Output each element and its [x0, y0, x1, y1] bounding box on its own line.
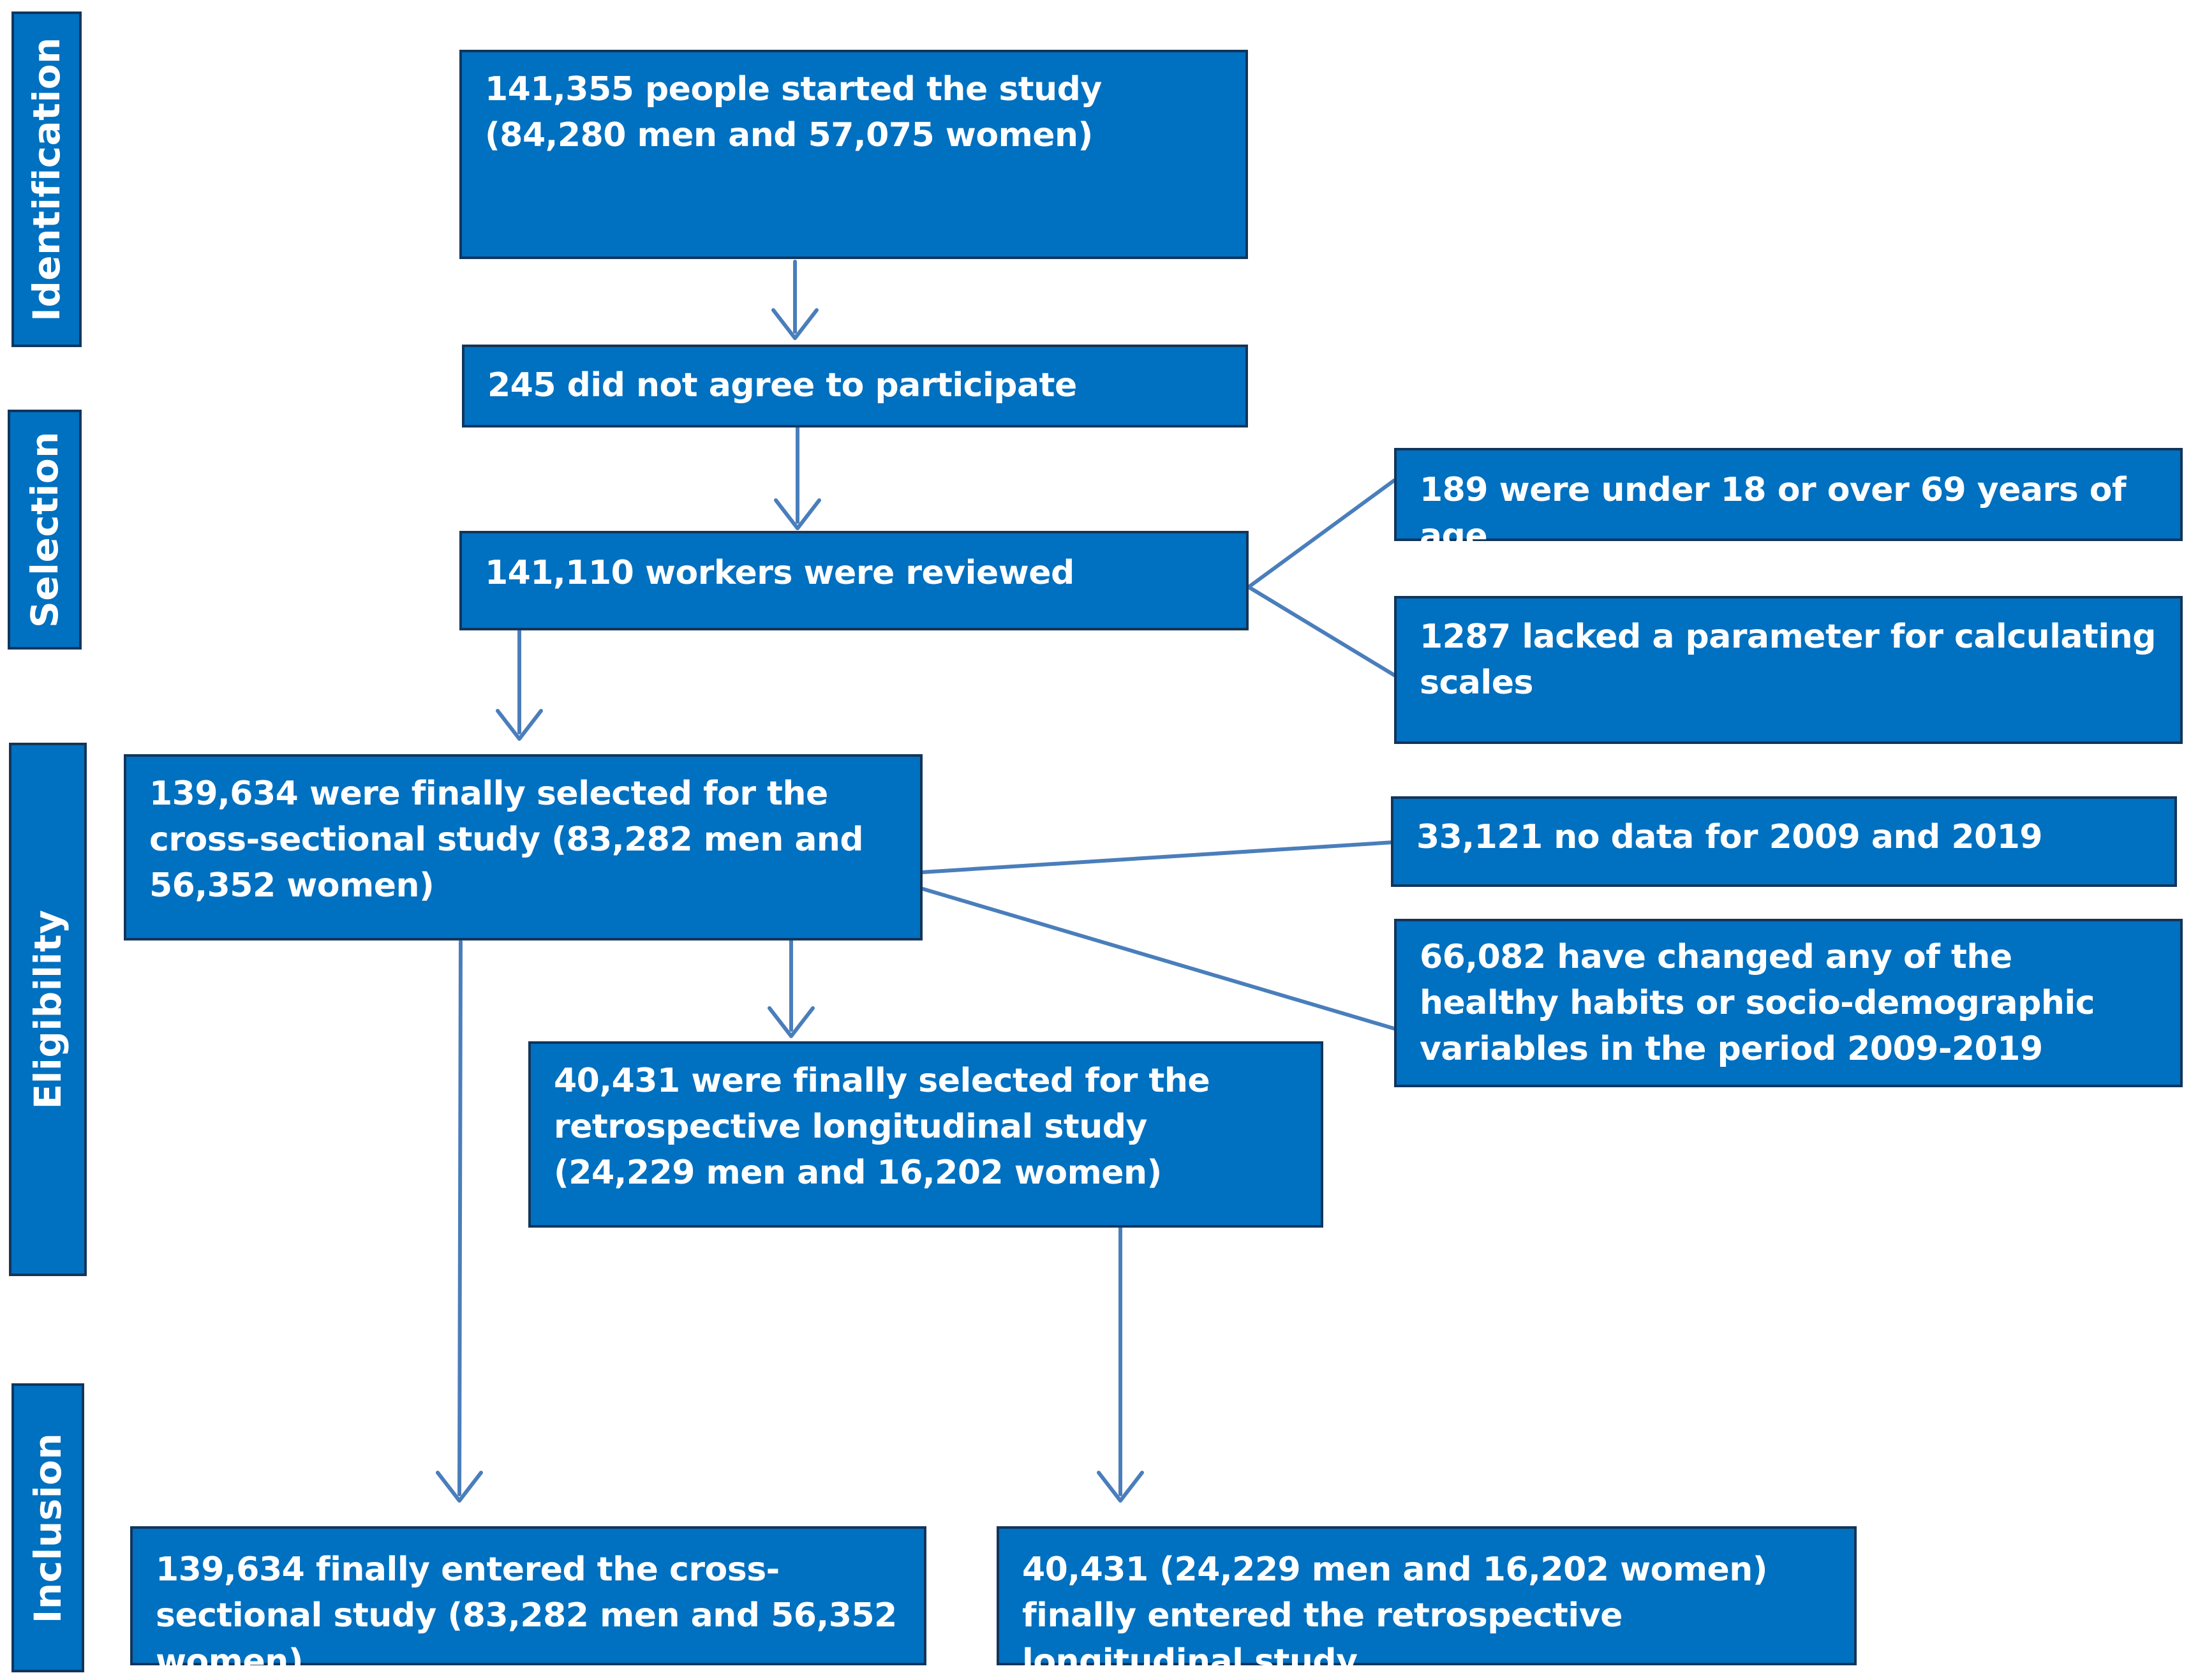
stage-label-inclusion: Inclusion — [26, 1432, 70, 1623]
stage-inclusion: Inclusion — [11, 1383, 84, 1672]
line-to-age-excluded — [1247, 479, 1396, 589]
arrowhead-reviewed — [774, 498, 821, 530]
box-age-excluded: 189 were under 18 or over 69 years of ag… — [1394, 448, 2183, 555]
box-longitudinal-selected: 40,431 were finally selected for the ret… — [528, 1041, 1323, 1228]
line-to-changed-habits — [921, 887, 1396, 1030]
box-workers-reviewed: 141,110 workers were reviewed — [459, 531, 1249, 630]
stage-label-eligibility: Eligibility — [26, 909, 70, 1110]
box-longitudinal-entered: 40,431 (24,229 men and 16,202 women) fin… — [997, 1526, 1857, 1680]
stage-label-identification: Identification — [25, 37, 68, 322]
arrow-cross-to-entered — [457, 940, 463, 1496]
arrowhead-declined — [771, 308, 819, 340]
stage-identification: Identification — [11, 11, 82, 347]
arrowhead-cross-selected — [496, 709, 543, 741]
arrowhead-longitudinal-selected — [768, 1006, 815, 1038]
stage-selection: Selection — [8, 410, 82, 650]
box-cross-sectional-entered: 139,634 finally entered the cross-sectio… — [130, 1526, 926, 1680]
box-study-started: 141,355 people started the study (84,280… — [459, 50, 1248, 259]
box-no-data: 33,121 no data for 2009 and 2019 — [1391, 796, 2177, 887]
box-parameter-excluded: 1287 lacked a parameter for calculating … — [1394, 596, 2183, 744]
line-to-param-excluded — [1247, 585, 1396, 677]
arrowhead-longitudinal-entered — [1097, 1471, 1144, 1503]
arrowhead-cross-entered — [436, 1471, 483, 1503]
box-declined: 245 did not agree to participate — [462, 345, 1248, 427]
stage-eligibility: Eligibility — [9, 743, 87, 1276]
line-to-no-data — [921, 840, 1396, 874]
box-cross-sectional-selected: 139,634 were finally selected for the cr… — [124, 754, 923, 940]
box-changed-habits: 66,082 have changed any of the healthy h… — [1394, 919, 2183, 1087]
stage-label-selection: Selection — [23, 431, 66, 628]
